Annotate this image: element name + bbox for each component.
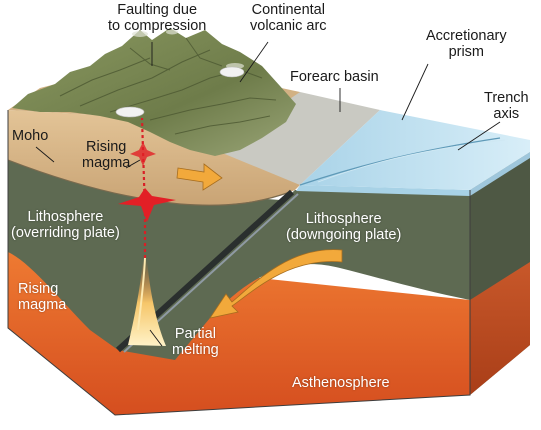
label-accretionary-prism-line1: Accretionary [426,28,507,44]
label-rising-magma-upper: Rising magma [82,139,131,171]
label-trench-axis-line2: axis [493,105,520,122]
label-faulting-line2: to compression [108,17,207,34]
overriding-crust [8,110,300,206]
label-forearc-basin: Forearc basin [290,69,379,85]
label-partial-melting-line2: melting [172,341,219,358]
magma-chamber [118,188,176,222]
label-lithosphere-overriding-line1: Lithosphere [27,209,104,225]
label-rising-magma-lower-line1: Rising [18,281,59,297]
downgoing-lithosphere [118,190,470,360]
label-moho: Moho [12,128,49,144]
leader-lines [35,41,501,347]
label-faulting: Faulting due to compression [108,2,207,34]
label-partial-melting: Partial melting [172,326,219,358]
label-asthenosphere: Asthenosphere [292,375,390,391]
label-lithosphere-downgoing-line2: (downgoing plate) [286,226,402,243]
partial-melting-plume [128,260,166,346]
label-volcanic-arc-line2: volcanic arc [250,17,327,34]
label-volcanic-arc-line1: Continental [251,2,325,18]
label-trench-axis: Trench axis [484,90,529,122]
label-trench-axis-line1: Trench [484,90,529,106]
label-faulting-line1: Faulting due [117,2,198,18]
label-rising-magma-upper-line1: Rising [86,139,127,155]
label-volcanic-arc: Continental volcanic arc [250,2,327,34]
label-rising-magma-lower: Rising magma [18,281,67,313]
rising-magma-channel [140,117,147,258]
slab-motion-arrow [209,249,343,319]
label-rising-magma-upper-line2: magma [82,154,131,171]
label-rising-magma-lower-line2: magma [18,296,67,313]
label-lithosphere-overriding-line2: (overriding plate) [11,224,120,241]
label-accretionary-prism: Accretionary prism [426,28,507,60]
forearc-basin-surface [215,92,380,185]
crust-motion-arrow [176,163,223,191]
label-accretionary-prism-line2: prism [448,43,485,60]
label-lithosphere-downgoing-line1: Lithosphere [305,211,382,227]
moho-line [7,159,291,206]
right-side-face [470,152,530,395]
label-lithosphere-overriding: Lithosphere (overriding plate) [11,209,120,241]
label-partial-melting-line1: Partial [174,326,216,342]
ocean-front [296,185,470,196]
motion-arrows [176,163,343,319]
ocean-surface [300,110,530,190]
magma-features [118,117,176,346]
top-surface [8,28,530,190]
label-lithosphere-downgoing: Lithosphere (downgoing plate) [286,211,402,243]
